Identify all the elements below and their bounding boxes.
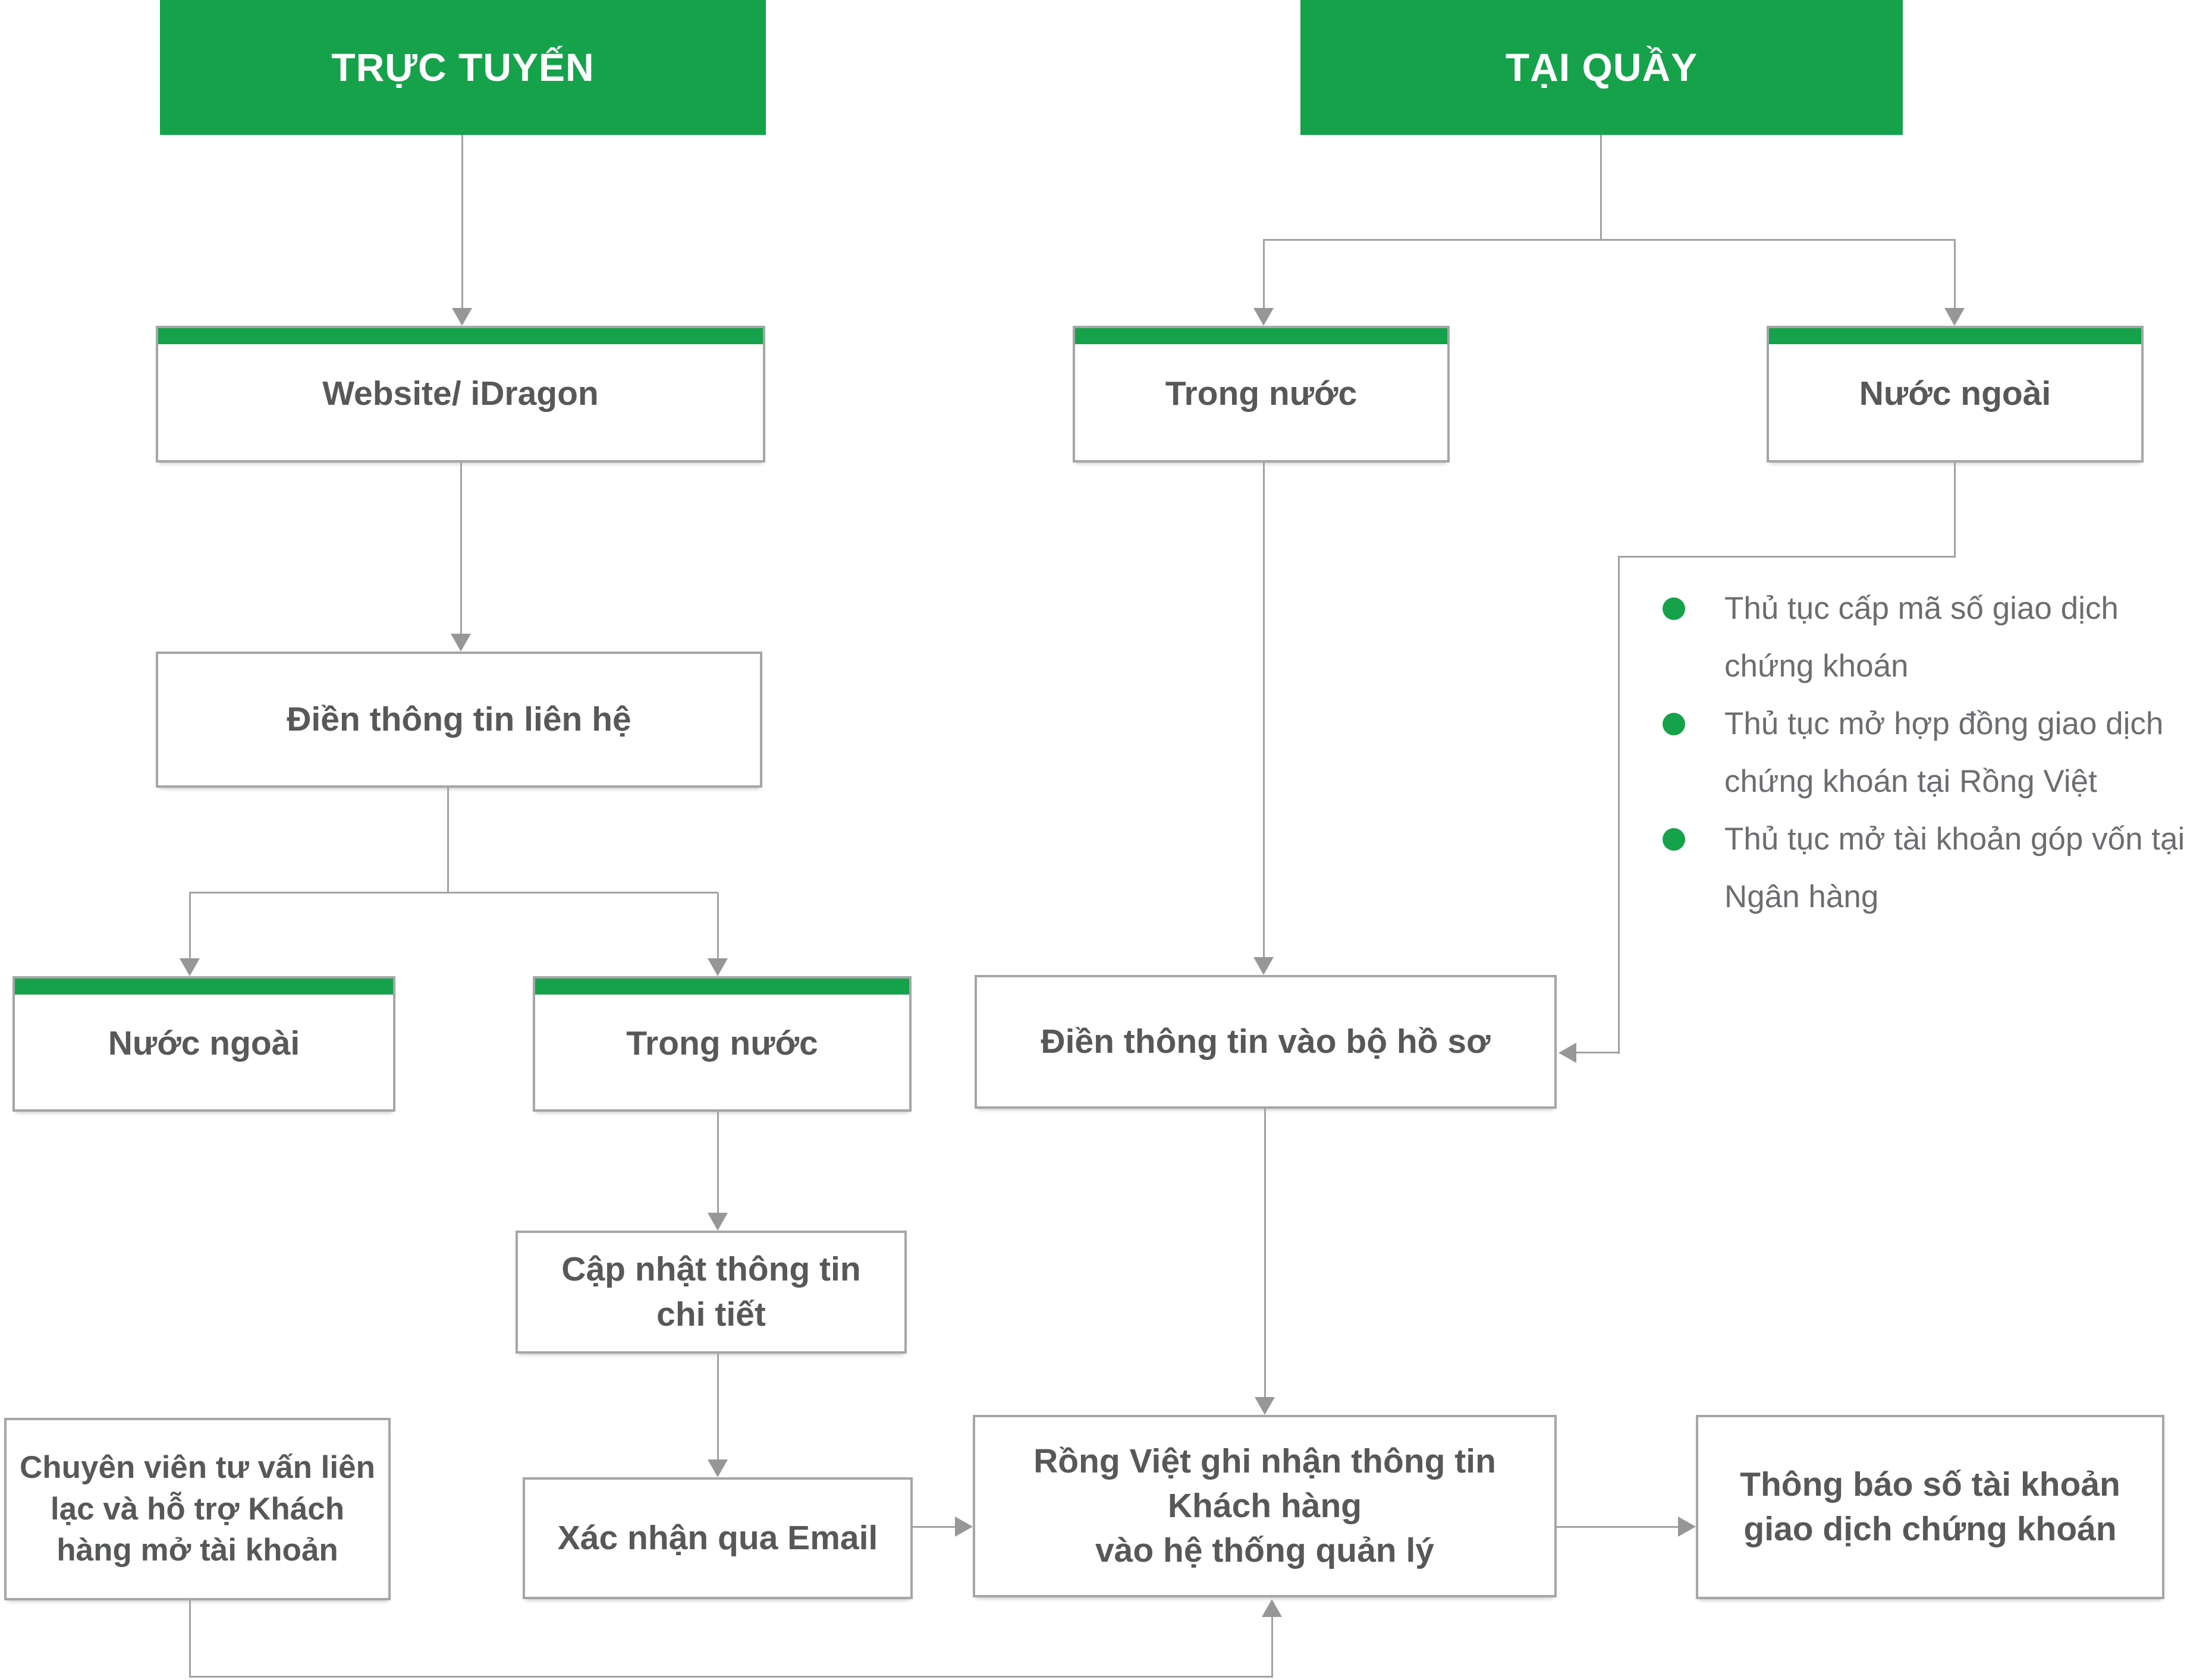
flow-line: [189, 892, 718, 894]
flow-line: [1618, 558, 1620, 1054]
list-item: Thủ tục mở tài khoản góp vốn tại Ngân hà…: [1659, 810, 2187, 926]
flow-line: [1271, 1613, 1273, 1678]
list-item-text: Thủ tục mở tài khoản góp vốn tại Ngân hà…: [1724, 822, 2185, 914]
flow-line: [717, 894, 719, 958]
green-accent-bar: [15, 979, 393, 995]
node-label: Nước ngoài: [108, 1024, 300, 1063]
arrow-down-icon: [708, 1213, 728, 1232]
node-update-details: Cập nhật thông tin chi tiết: [516, 1231, 907, 1354]
node-fill-dossier: Điền thông tin vào bộ hồ sơ: [975, 975, 1557, 1109]
flow-line: [189, 1676, 1272, 1678]
bullet-dot-icon: [1663, 713, 1685, 735]
node-fill-contact-info: Điền thông tin liên hệ: [156, 652, 762, 788]
node-website-idragon: Website/ iDragon: [156, 326, 765, 463]
flow-line: [1954, 463, 1956, 558]
list-item: Thủ tục cấp mã số giao dịch chứng khoán: [1659, 580, 2187, 695]
arrow-down-icon: [1253, 308, 1274, 328]
foreign-counter-requirements-list: Thủ tục cấp mã số giao dịch chứng khoán …: [1659, 580, 2187, 926]
node-domestic-online: Trong nước: [533, 976, 912, 1112]
flow-line: [460, 463, 462, 634]
list-item-text: Thủ tục mở hợp đồng giao dịch chứng khoá…: [1724, 706, 2164, 799]
flow-line: [447, 788, 449, 894]
arrow-left-icon: [1557, 1043, 1576, 1063]
flow-line: [1618, 556, 1956, 558]
green-accent-bar: [1769, 328, 2141, 344]
node-advisor-support: Chuyên viên tư vấn liên lạc và hỗ trợ Kh…: [4, 1418, 391, 1600]
header-online-channel: TRỰC TUYẾN: [160, 0, 766, 135]
bullet-dot-icon: [1663, 597, 1685, 620]
header-counter-channel: TẠI QUẦY: [1300, 0, 1903, 135]
node-email-confirmation: Xác nhận qua Email: [523, 1477, 913, 1599]
flow-line: [1954, 241, 1956, 308]
flow-line: [1263, 463, 1265, 957]
flow-line: [189, 894, 191, 958]
node-record-customer-info: Rồng Việt ghi nhận thông tin Khách hàng …: [973, 1415, 1557, 1597]
arrow-down-icon: [1255, 1397, 1275, 1417]
bullet-dot-icon: [1663, 828, 1685, 851]
list-item: Thủ tục mở hợp đồng giao dịch chứng khoá…: [1659, 695, 2187, 810]
arrow-down-icon: [451, 634, 471, 653]
flow-line: [1600, 135, 1602, 241]
arrow-right-icon: [1678, 1517, 1698, 1537]
flow-line: [461, 135, 463, 308]
arrow-right-icon: [955, 1517, 975, 1537]
node-label: Trong nước: [626, 1024, 818, 1063]
node-label: Nước ngoài: [1859, 375, 2051, 413]
arrow-down-icon: [708, 1459, 728, 1479]
flow-line: [1575, 1052, 1620, 1053]
arrow-down-icon: [1253, 957, 1274, 977]
node-label: Trong nước: [1165, 375, 1358, 413]
arrow-down-icon: [1944, 308, 1965, 328]
flow-line: [1264, 1109, 1266, 1397]
green-accent-bar: [535, 979, 909, 995]
flow-line: [913, 1526, 955, 1528]
flow-line: [717, 1112, 719, 1213]
flow-line: [189, 1600, 191, 1678]
node-label: Website/ iDragon: [322, 375, 599, 413]
arrow-down-icon: [452, 308, 472, 328]
flow-line: [1263, 241, 1265, 308]
node-foreign-online: Nước ngoài: [12, 976, 395, 1112]
arrow-down-icon: [180, 958, 200, 978]
node-foreign-counter: Nước ngoài: [1767, 326, 2144, 463]
flow-line: [1557, 1526, 1678, 1528]
green-accent-bar: [158, 328, 763, 344]
list-item-text: Thủ tục cấp mã số giao dịch chứng khoán: [1724, 591, 2119, 684]
flow-line: [1263, 239, 1956, 241]
green-accent-bar: [1075, 328, 1447, 344]
arrow-up-icon: [1262, 1597, 1282, 1617]
arrow-down-icon: [708, 958, 728, 978]
node-domestic-counter: Trong nước: [1073, 326, 1450, 463]
node-notify-account-number: Thông báo số tài khoản giao dịch chứng k…: [1696, 1415, 2164, 1599]
flow-line: [717, 1354, 719, 1459]
